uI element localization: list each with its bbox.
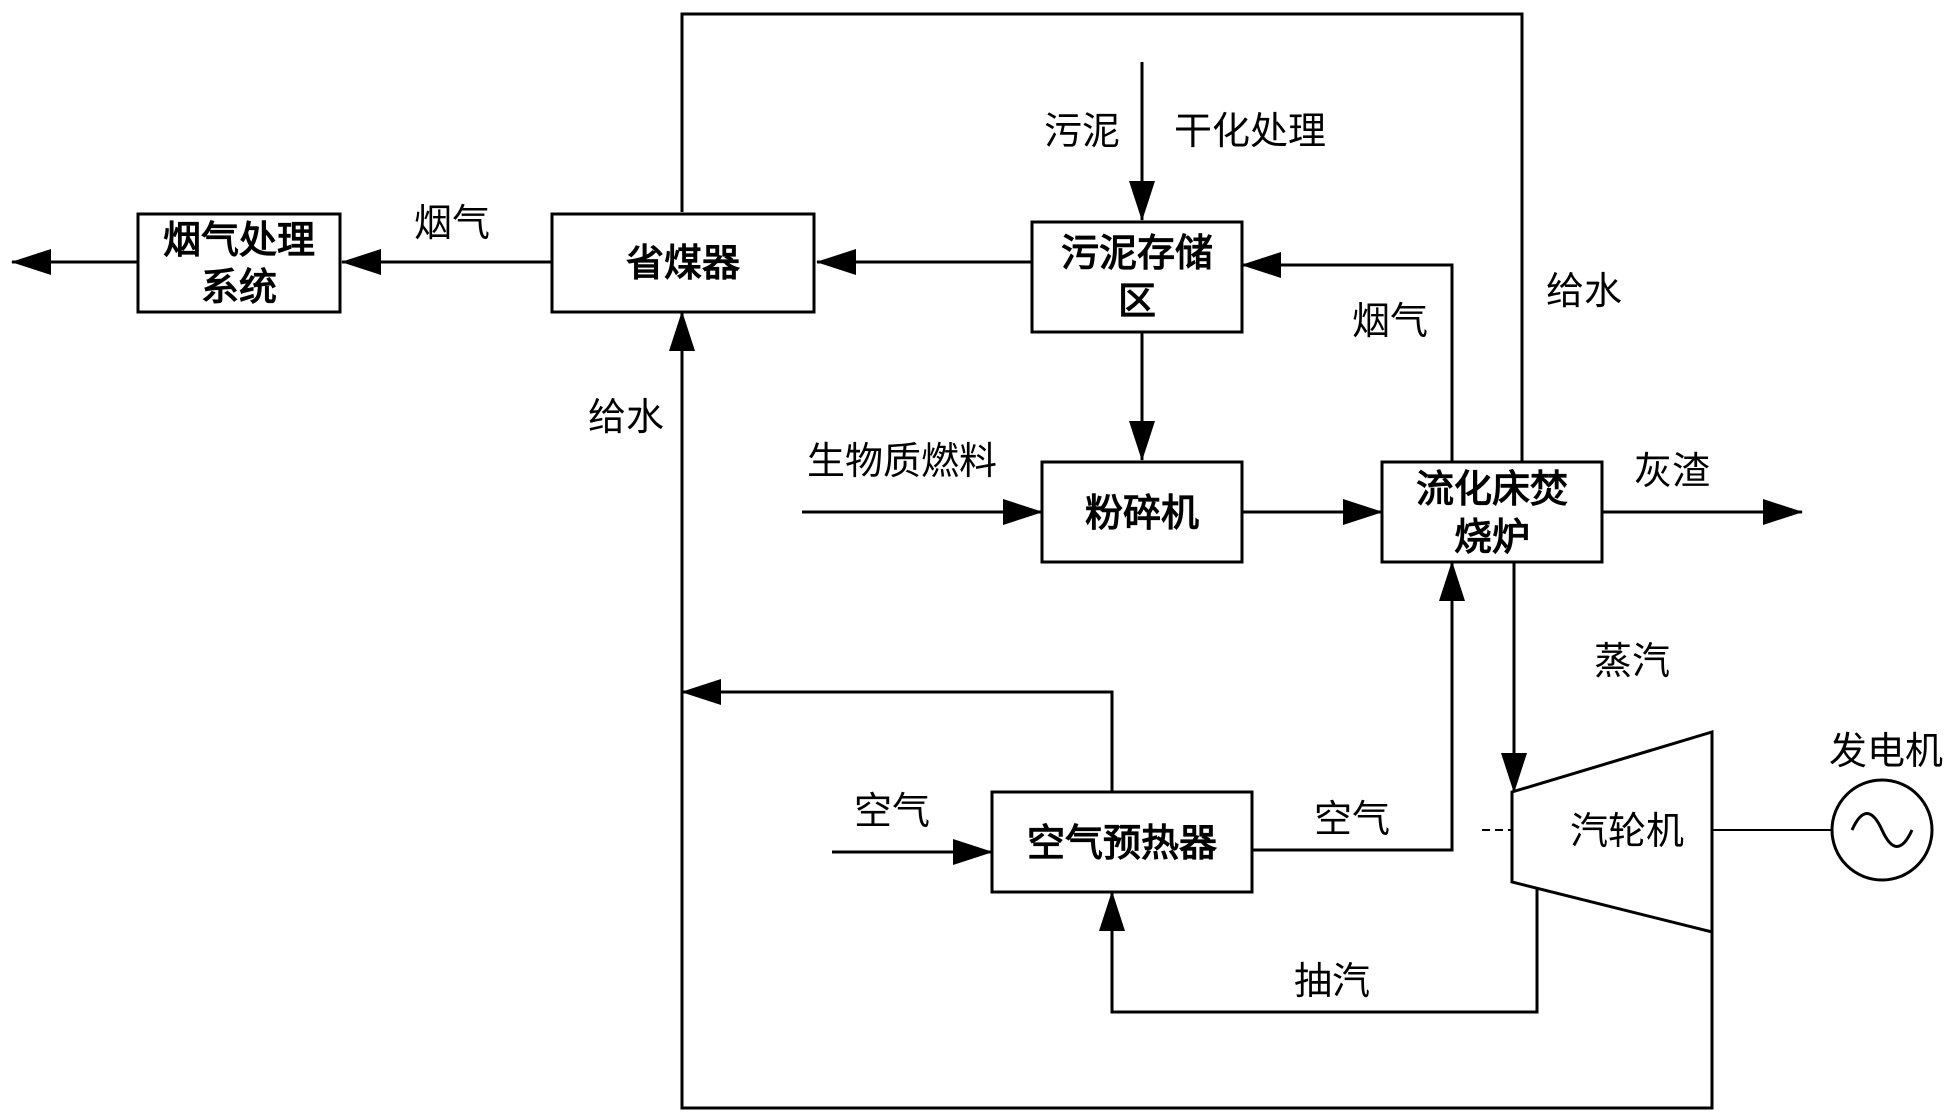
generator-label: 发电机 <box>1829 729 1943 773</box>
flue-treatment-label-line2: 系统 <box>201 265 277 309</box>
air-preheater-box <box>990 790 1254 894</box>
extraction-steam-arrow <box>1099 882 1539 1014</box>
drying-label: 干化处理 <box>1174 109 1326 153</box>
biomass-fuel-label: 生物质燃料 <box>807 439 997 483</box>
ash-label: 灰渣 <box>1634 449 1710 493</box>
steam-turbine-shape <box>1510 729 1714 934</box>
crusher-box <box>1040 460 1244 564</box>
air-in-label: 空气 <box>854 789 930 833</box>
crusher-label: 粉碎机 <box>1085 491 1199 535</box>
sludge-label: 污泥 <box>1044 109 1120 153</box>
fluidized-bed-box <box>1380 460 1604 564</box>
feedwater-top-loop <box>680 12 1535 538</box>
flue-gas-label-right: 烟气 <box>1352 299 1428 343</box>
preheated-air-arrow <box>1252 561 1465 852</box>
economizer-box <box>550 212 816 314</box>
fluidized-bed-label-line1: 流化床焚 <box>1416 467 1568 511</box>
steam-label: 蒸汽 <box>1594 639 1670 683</box>
flue-gas-label-left: 烟气 <box>414 201 490 245</box>
flue-gas-treatment-box <box>136 212 342 314</box>
fluidized-bed-flue-gas-arrow <box>1241 252 1454 462</box>
air-out-label: 空气 <box>1314 797 1390 841</box>
fluidized-bed-label-line2: 烧炉 <box>1454 515 1530 559</box>
economizer-label: 省煤器 <box>626 241 741 285</box>
turbine-label: 汽轮机 <box>1570 809 1684 853</box>
flue-treatment-label-line1: 烟气处理 <box>163 218 315 262</box>
sludge-storage-label-line1: 污泥存储 <box>1061 231 1213 275</box>
air-preheater-label: 空气预热器 <box>1027 821 1218 865</box>
ac-sine-wave-icon <box>1850 812 1914 848</box>
feedwater-label-right: 给水 <box>1546 269 1622 313</box>
extraction-steam-label: 抽汽 <box>1294 959 1370 1003</box>
feedwater-bottom-loop <box>669 311 1714 1110</box>
feedwater-label-left: 给水 <box>588 395 664 439</box>
sludge-storage-box <box>1030 220 1244 334</box>
sludge-storage-label-line2: 区 <box>1118 279 1156 323</box>
preheater-drain-arrow <box>681 679 1114 792</box>
